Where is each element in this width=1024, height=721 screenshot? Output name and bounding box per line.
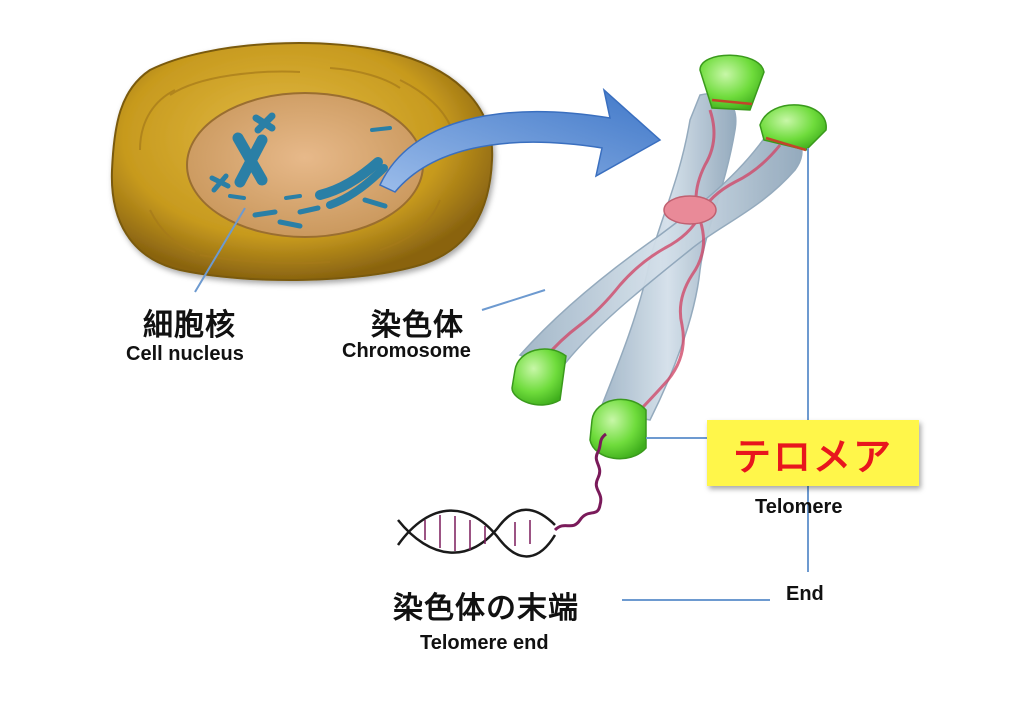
leader-cell-nucleus	[194, 207, 246, 293]
leader-chromosome	[481, 289, 546, 311]
telomere-end-label-en: Telomere end	[420, 632, 549, 654]
telomere-highlight-box: テロメア	[707, 420, 919, 486]
cell-nucleus-label-en: Cell nucleus	[126, 343, 244, 365]
telomere-label-en: Telomere	[755, 496, 843, 518]
chromosome-illustration	[511, 54, 827, 460]
end-label: End	[786, 583, 824, 605]
cell-nucleus-illustration	[110, 42, 494, 282]
zoom-arrow	[379, 87, 662, 193]
telomere-strand	[553, 432, 607, 532]
telomere-end-label-jp: 染色体の末端	[393, 591, 579, 626]
chromosome-label-en: Chromosome	[342, 340, 471, 362]
cell-nucleus-label-jp: 細胞核	[143, 308, 236, 343]
chromosome-label-jp: 染色体	[371, 308, 464, 343]
dna-helix	[396, 508, 557, 558]
telomere-label-jp: テロメア	[732, 434, 893, 479]
